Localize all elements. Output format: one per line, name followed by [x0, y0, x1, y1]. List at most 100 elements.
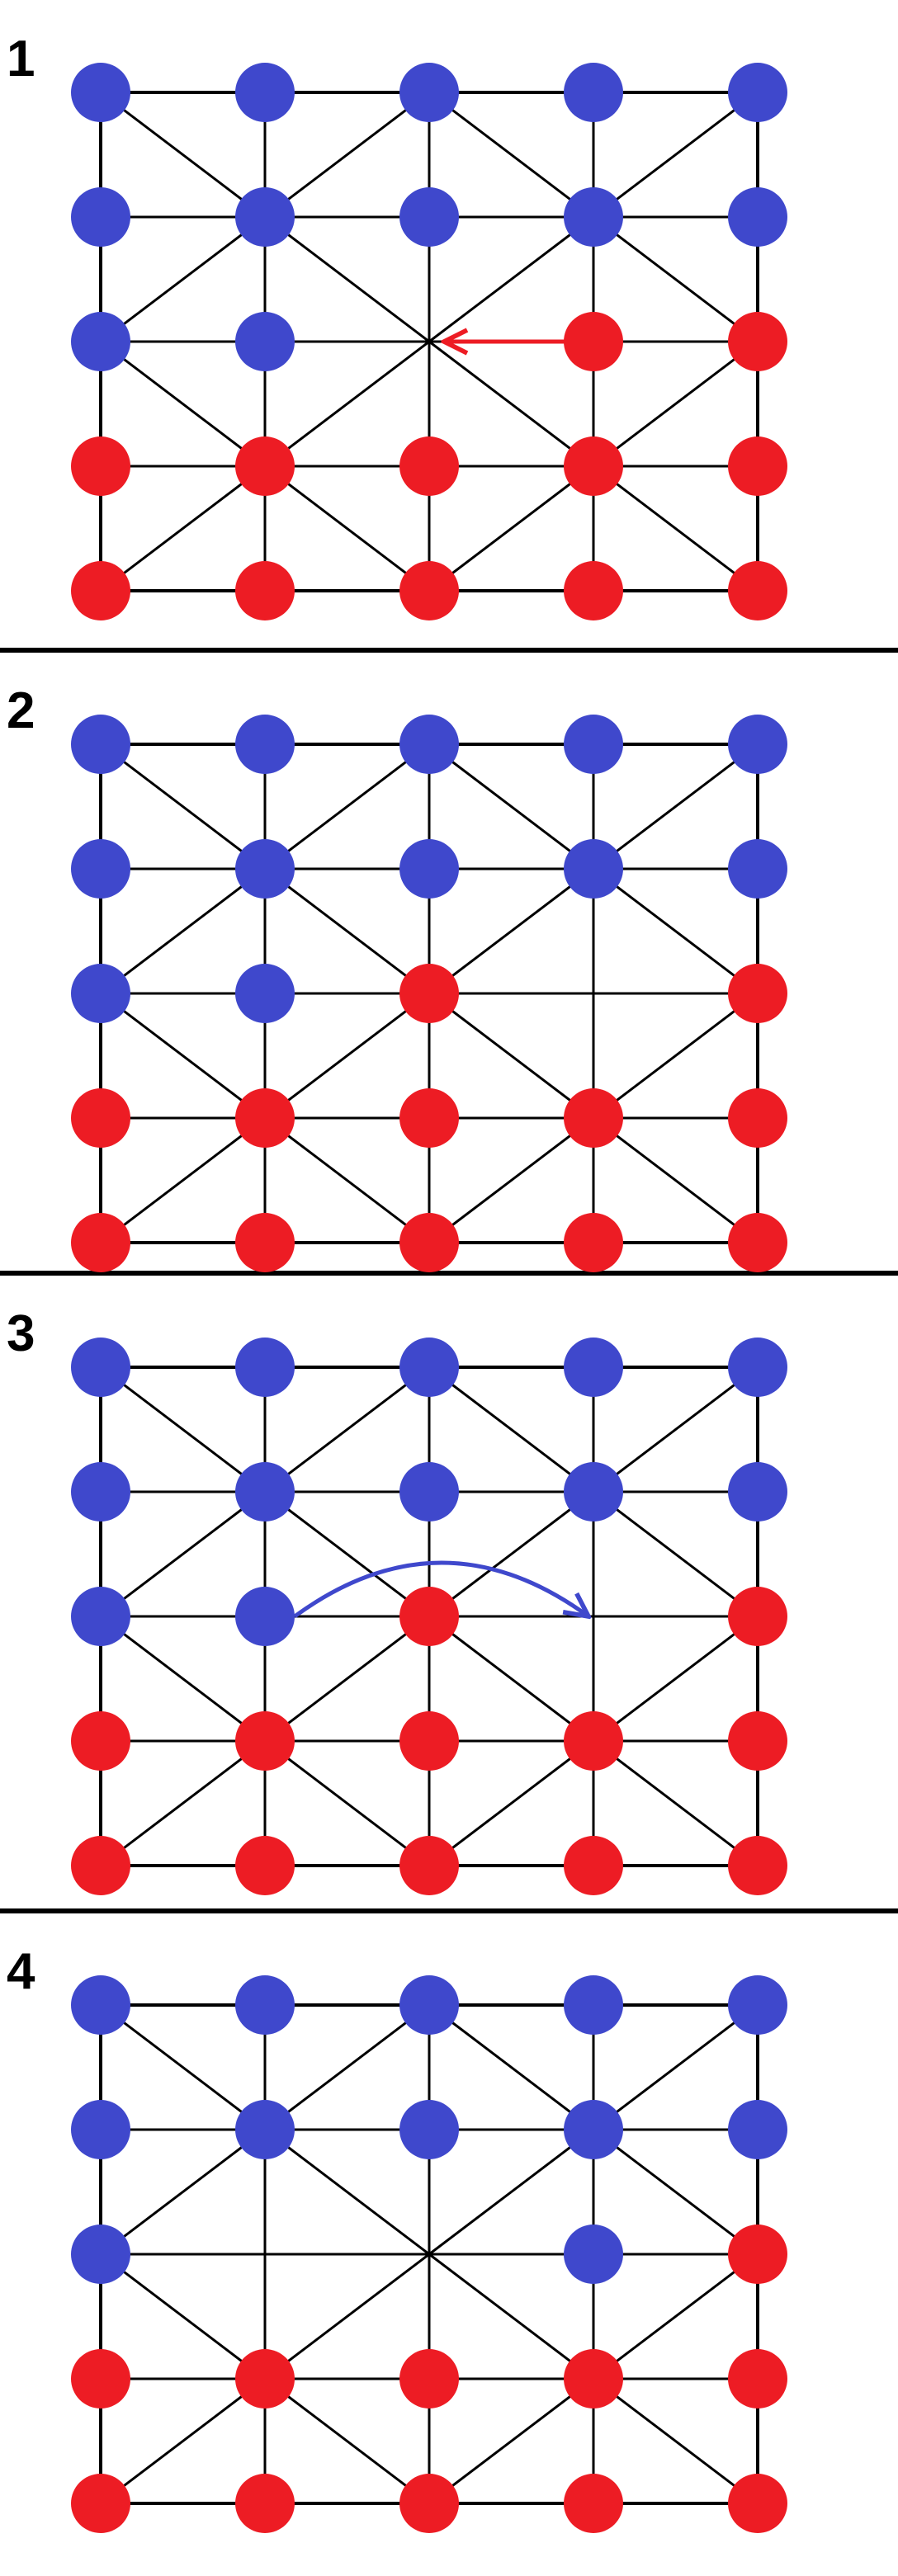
diagonal-line — [428, 867, 594, 995]
blue-piece — [235, 312, 295, 371]
diagonal-line — [100, 2377, 266, 2505]
diagonal-line — [264, 1490, 430, 1618]
diagonal-line — [428, 1366, 594, 1493]
diagonal-line — [100, 1490, 266, 1618]
diagonal-line — [100, 465, 266, 592]
red-piece — [728, 561, 787, 620]
blue-piece — [728, 1975, 787, 2035]
diagonal-line — [593, 743, 759, 870]
diagonal-line — [593, 91, 759, 219]
diagonal-line — [100, 340, 266, 468]
red-piece — [71, 2349, 130, 2409]
panel-number: 2 — [7, 682, 35, 739]
diagonal-line — [264, 2253, 430, 2380]
diagonal-line — [264, 215, 430, 343]
blue-piece — [564, 839, 623, 899]
diagonal-line — [428, 465, 594, 592]
blue-piece — [399, 839, 459, 899]
diagonal-line — [100, 2253, 266, 2380]
red-piece — [71, 1836, 130, 1895]
red-piece — [728, 1088, 787, 1148]
diagonal-line — [264, 91, 430, 219]
blue-piece — [728, 839, 787, 899]
diagonal-line — [593, 340, 759, 468]
blue-piece — [71, 312, 130, 371]
red-piece — [235, 1213, 295, 1272]
red-piece — [399, 1836, 459, 1895]
blue-piece — [399, 2100, 459, 2159]
diagonal-line — [100, 1739, 266, 1867]
red-piece — [728, 2225, 787, 2284]
blue-piece — [235, 1462, 295, 1522]
red-piece — [564, 436, 623, 496]
panel-number: 4 — [7, 1943, 35, 2000]
diagonal-line — [428, 2003, 594, 2131]
diagonal-line — [593, 2128, 759, 2256]
diagonal-line — [100, 1615, 266, 1743]
blue-piece — [728, 1462, 787, 1522]
diagonal-line — [100, 992, 266, 1120]
diagonal-line — [428, 1739, 594, 1867]
blue-piece — [235, 63, 295, 122]
board-panel-3: 3 — [7, 1305, 787, 1895]
blue-piece — [564, 1975, 623, 2035]
board-panel-4: 4 — [7, 1943, 787, 2533]
red-piece — [728, 436, 787, 496]
red-piece — [564, 2474, 623, 2533]
board-panel-1: 1 — [7, 31, 787, 620]
red-piece — [71, 561, 130, 620]
blue-piece — [564, 187, 623, 247]
red-piece — [399, 1213, 459, 1272]
red-piece — [399, 436, 459, 496]
red-piece — [399, 1088, 459, 1148]
blue-piece — [235, 1975, 295, 2035]
panel-number: 3 — [7, 1305, 35, 1362]
blue-piece — [564, 1462, 623, 1522]
blue-piece — [71, 1462, 130, 1522]
blue-piece — [564, 63, 623, 122]
blue-piece — [71, 187, 130, 247]
diagonal-line — [428, 2253, 594, 2380]
diagonal-line — [593, 1615, 759, 1743]
red-piece — [564, 2349, 623, 2409]
blue-piece — [71, 964, 130, 1023]
diagonal-line — [100, 91, 266, 219]
blue-piece — [399, 63, 459, 122]
red-piece — [235, 1088, 295, 1148]
diagonal-line — [100, 2003, 266, 2131]
diagonal-line — [264, 867, 430, 995]
diagonal-line — [428, 91, 594, 219]
red-piece — [564, 1711, 623, 1771]
red-piece — [399, 561, 459, 620]
red-piece — [728, 2474, 787, 2533]
blue-piece — [399, 715, 459, 774]
diagonal-line — [100, 1116, 266, 1244]
diagonal-line — [264, 2128, 430, 2256]
red-piece — [71, 2474, 130, 2533]
blue-piece — [399, 1462, 459, 1522]
red-piece — [235, 2474, 295, 2533]
diagonal-line — [264, 743, 430, 870]
red-piece — [564, 1836, 623, 1895]
pieces — [71, 63, 787, 620]
diagonal-line — [428, 743, 594, 870]
red-piece — [728, 1836, 787, 1895]
red-piece — [71, 1213, 130, 1272]
diagonal-line — [264, 1366, 430, 1493]
blue-piece — [235, 715, 295, 774]
red-piece — [399, 1587, 459, 1646]
diagonal-line — [593, 465, 759, 592]
red-piece — [728, 964, 787, 1023]
blue-piece — [235, 2100, 295, 2159]
diagonal-line — [264, 1615, 430, 1743]
blue-piece — [71, 63, 130, 122]
panel-number: 1 — [7, 31, 35, 87]
blue-piece — [564, 715, 623, 774]
blue-piece — [71, 1338, 130, 1397]
blue-piece — [235, 1587, 295, 1646]
red-piece — [235, 2349, 295, 2409]
diagonal-line — [264, 465, 430, 592]
diagonal-line — [264, 2003, 430, 2131]
red-piece — [235, 1836, 295, 1895]
